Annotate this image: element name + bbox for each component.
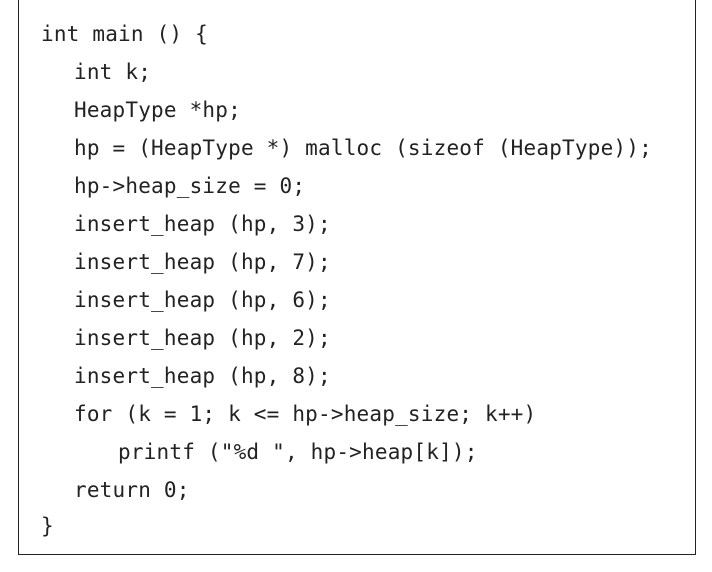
code-line-heap-size-init: hp->heap_size = 0; — [74, 174, 306, 198]
code-line-main-signature: int main () { — [41, 22, 208, 46]
code-line-for-loop: for (k = 1; k <= hp->heap_size; k++) — [74, 402, 537, 426]
code-line-insert-8: insert_heap (hp, 8); — [74, 364, 331, 388]
code-line-declare-hp: HeapType *hp; — [74, 98, 241, 122]
code-line-malloc: hp = (HeapType *) malloc (sizeof (HeapTy… — [74, 136, 652, 160]
code-line-insert-3: insert_heap (hp, 3); — [74, 212, 331, 236]
code-line-closing-brace: } — [41, 514, 54, 538]
code-line-insert-2: insert_heap (hp, 2); — [74, 326, 331, 350]
code-line-declare-k: int k; — [74, 60, 152, 84]
code-listing: int main () { int k; HeapType *hp; hp = … — [18, 0, 696, 555]
code-line-insert-6: insert_heap (hp, 6); — [74, 288, 331, 312]
code-line-return: return 0; — [74, 478, 190, 502]
code-line-printf: printf ("%d ", hp->heap[k]); — [118, 440, 478, 464]
code-line-insert-7: insert_heap (hp, 7); — [74, 250, 331, 274]
